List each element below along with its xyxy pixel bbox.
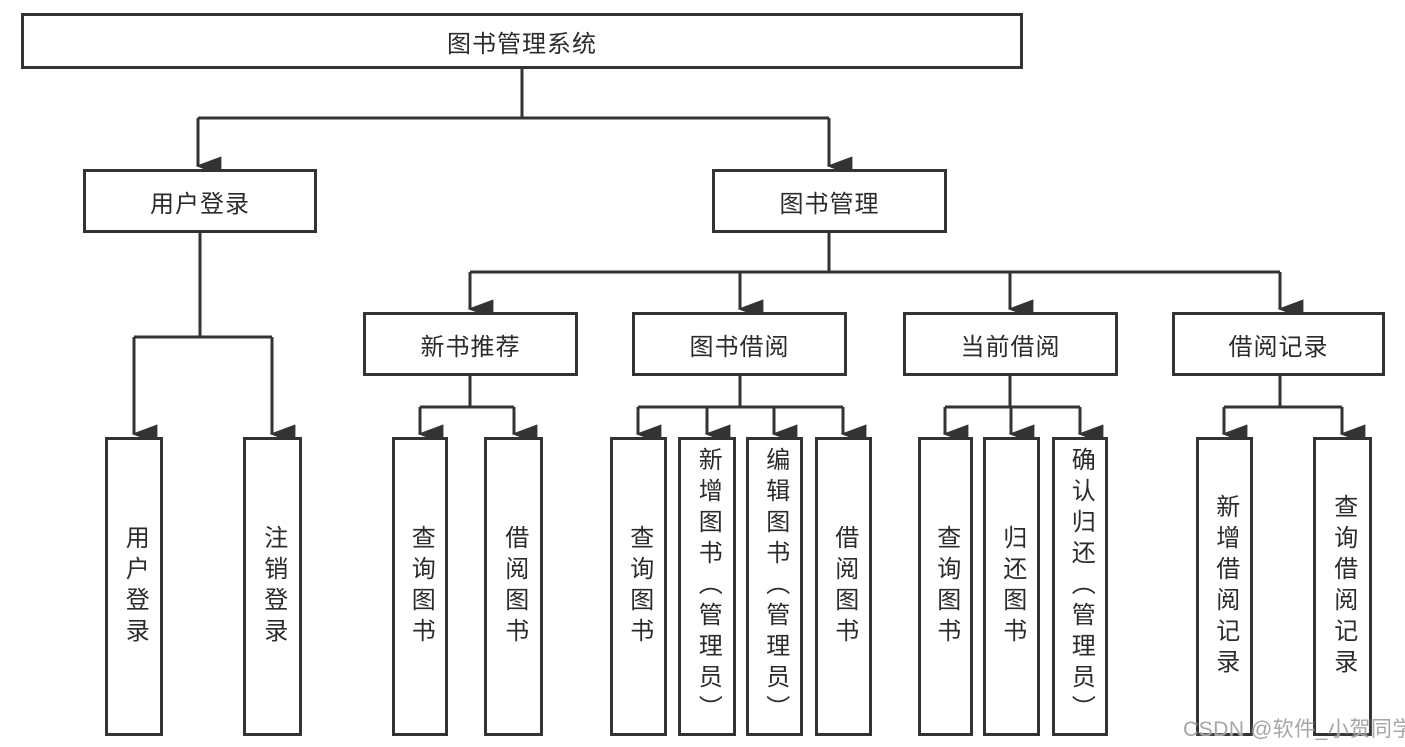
- leaf-borrow-query-books: 查询图书: [610, 437, 667, 736]
- leaf-borrow-borrow-books: 借阅图书: [815, 437, 872, 736]
- node-borrow-records: 借阅记录: [1172, 312, 1385, 376]
- leaf-current-confirm-return-admin: 确认归还（管理员）: [1052, 437, 1108, 736]
- leaf-user-login: 用户登录: [105, 437, 163, 736]
- leaf-current-return-books: 归还图书: [983, 437, 1040, 736]
- leaf-records-add-record: 新增借阅记录: [1196, 437, 1253, 736]
- watermark-text: CSDN @软件_小贺同学: [1183, 718, 1405, 741]
- leaf-newbook-borrow-books: 借阅图书: [484, 437, 543, 736]
- node-library-system: 图书管理系统: [21, 13, 1023, 69]
- node-user-login: 用户登录: [83, 169, 317, 233]
- node-new-book-recommend: 新书推荐: [363, 312, 578, 376]
- leaf-borrow-add-books-admin: 新增图书（管理员）: [678, 437, 736, 736]
- node-book-borrow: 图书借阅: [632, 312, 847, 376]
- node-book-management: 图书管理: [712, 169, 947, 233]
- leaf-borrow-edit-books-admin: 编辑图书（管理员）: [746, 437, 803, 736]
- leaf-records-query-record: 查询借阅记录: [1313, 437, 1372, 736]
- node-current-borrow: 当前借阅: [903, 312, 1118, 376]
- leaf-current-query-books: 查询图书: [918, 437, 973, 736]
- leaf-newbook-query-books: 查询图书: [392, 437, 448, 736]
- leaf-logout: 注销登录: [243, 437, 302, 736]
